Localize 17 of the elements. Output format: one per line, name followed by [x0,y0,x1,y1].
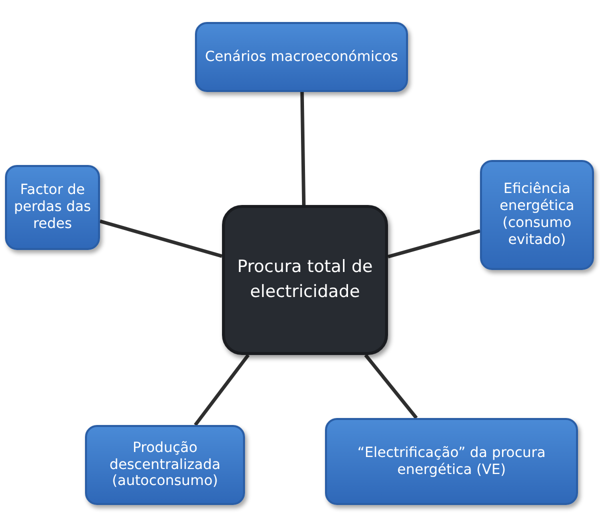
node-text: “Electrificação” da procura energética (VE) [356,444,547,478]
node-text: Cenários macroeconómicos [204,48,398,66]
factor-box [195,22,408,92]
connector-line [388,229,480,258]
factor-box [480,160,594,270]
connector-line [364,354,418,420]
connector-line [100,219,222,258]
node-text: Procura total de electricidade [236,256,374,304]
factor-box [85,425,245,505]
node-text: Eficiência energética (consumo evitado) [498,181,576,249]
connector-line [300,92,306,206]
factor-box [325,418,578,505]
node-text: Factor de perdas das redes [13,182,92,233]
factor-box [5,165,100,250]
central-box [222,205,388,355]
node-text: Produção descentralizada (autoconsumo) [108,440,222,490]
connector-line [194,354,250,426]
